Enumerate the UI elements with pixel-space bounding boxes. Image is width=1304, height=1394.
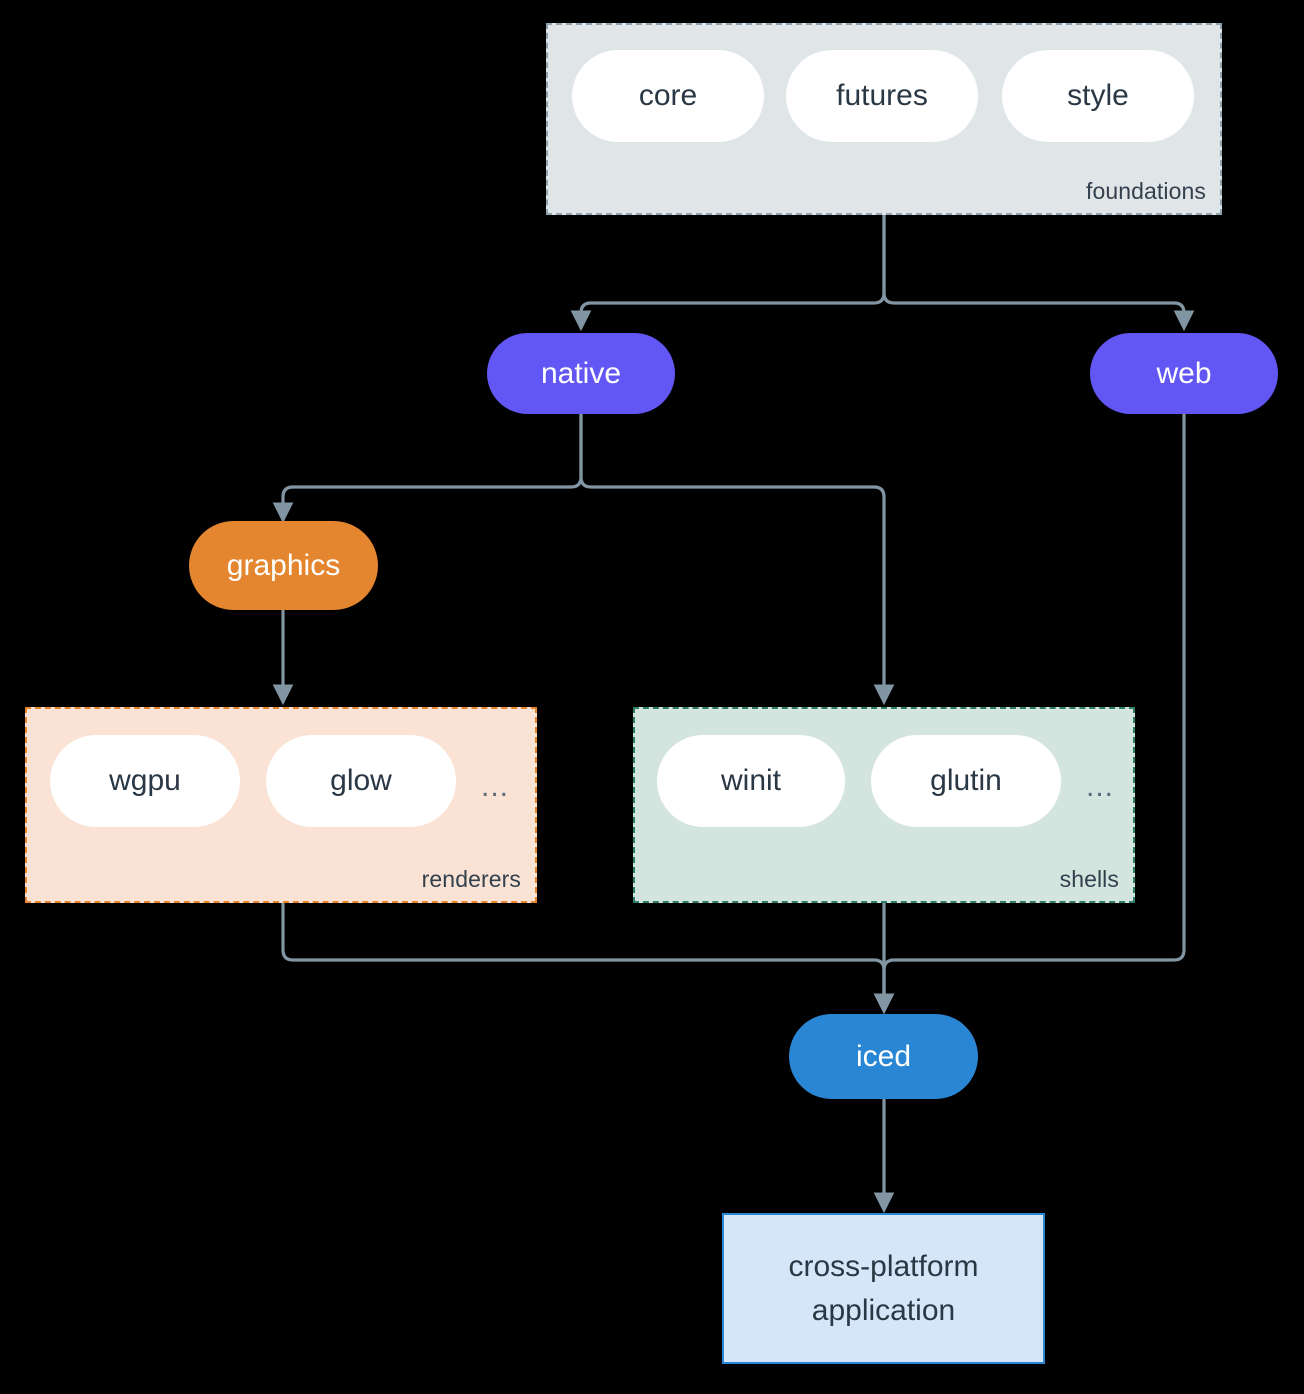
pill-core-label: core	[638, 79, 698, 112]
pill-winit-label: winit	[720, 764, 781, 797]
node-native[interactable]: native	[487, 333, 675, 414]
edge-native-shells	[579, 412, 895, 706]
pill-futures[interactable]: futures	[786, 50, 978, 142]
edge-foundations-web	[882, 213, 1195, 332]
pill-glow[interactable]: glow	[266, 735, 456, 827]
pill-wgpu[interactable]: wgpu	[50, 735, 240, 827]
pill-glutin-label: glutin	[930, 764, 1002, 797]
node-graphics[interactable]: graphics	[189, 521, 378, 610]
node-web-label: web	[1156, 356, 1212, 390]
pill-winit[interactable]: winit	[657, 735, 845, 827]
cluster-label-shells: shells	[1059, 866, 1119, 892]
application-line-1: cross-platform	[788, 1250, 979, 1283]
edge-native-graphics	[272, 412, 583, 524]
ellipsis-shells: ...	[1086, 770, 1115, 803]
pill-style[interactable]: style	[1002, 50, 1194, 142]
edge-foundations-native	[570, 213, 886, 332]
pill-futures-label: futures	[836, 79, 928, 112]
ellipsis-renderers: ...	[481, 770, 510, 803]
node-graphics-label: graphics	[226, 548, 341, 582]
pill-style-label: style	[1067, 79, 1129, 112]
edge-renderers-iced	[281, 901, 895, 1015]
pill-glutin[interactable]: glutin	[871, 735, 1061, 827]
cluster-label-foundations: foundations	[1085, 178, 1206, 204]
node-native-label: native	[540, 356, 622, 390]
node-cross-platform-application[interactable]: cross-platform application	[722, 1213, 1045, 1364]
node-iced-label: iced	[855, 1039, 912, 1073]
cluster-label-renderers: renderers	[421, 866, 521, 892]
pill-core[interactable]: core	[572, 50, 764, 142]
pill-glow-label: glow	[330, 764, 392, 797]
pill-wgpu-label: wgpu	[109, 764, 181, 797]
node-iced[interactable]: iced	[789, 1014, 978, 1099]
node-web[interactable]: web	[1090, 333, 1278, 414]
application-line-2: application	[811, 1293, 956, 1327]
